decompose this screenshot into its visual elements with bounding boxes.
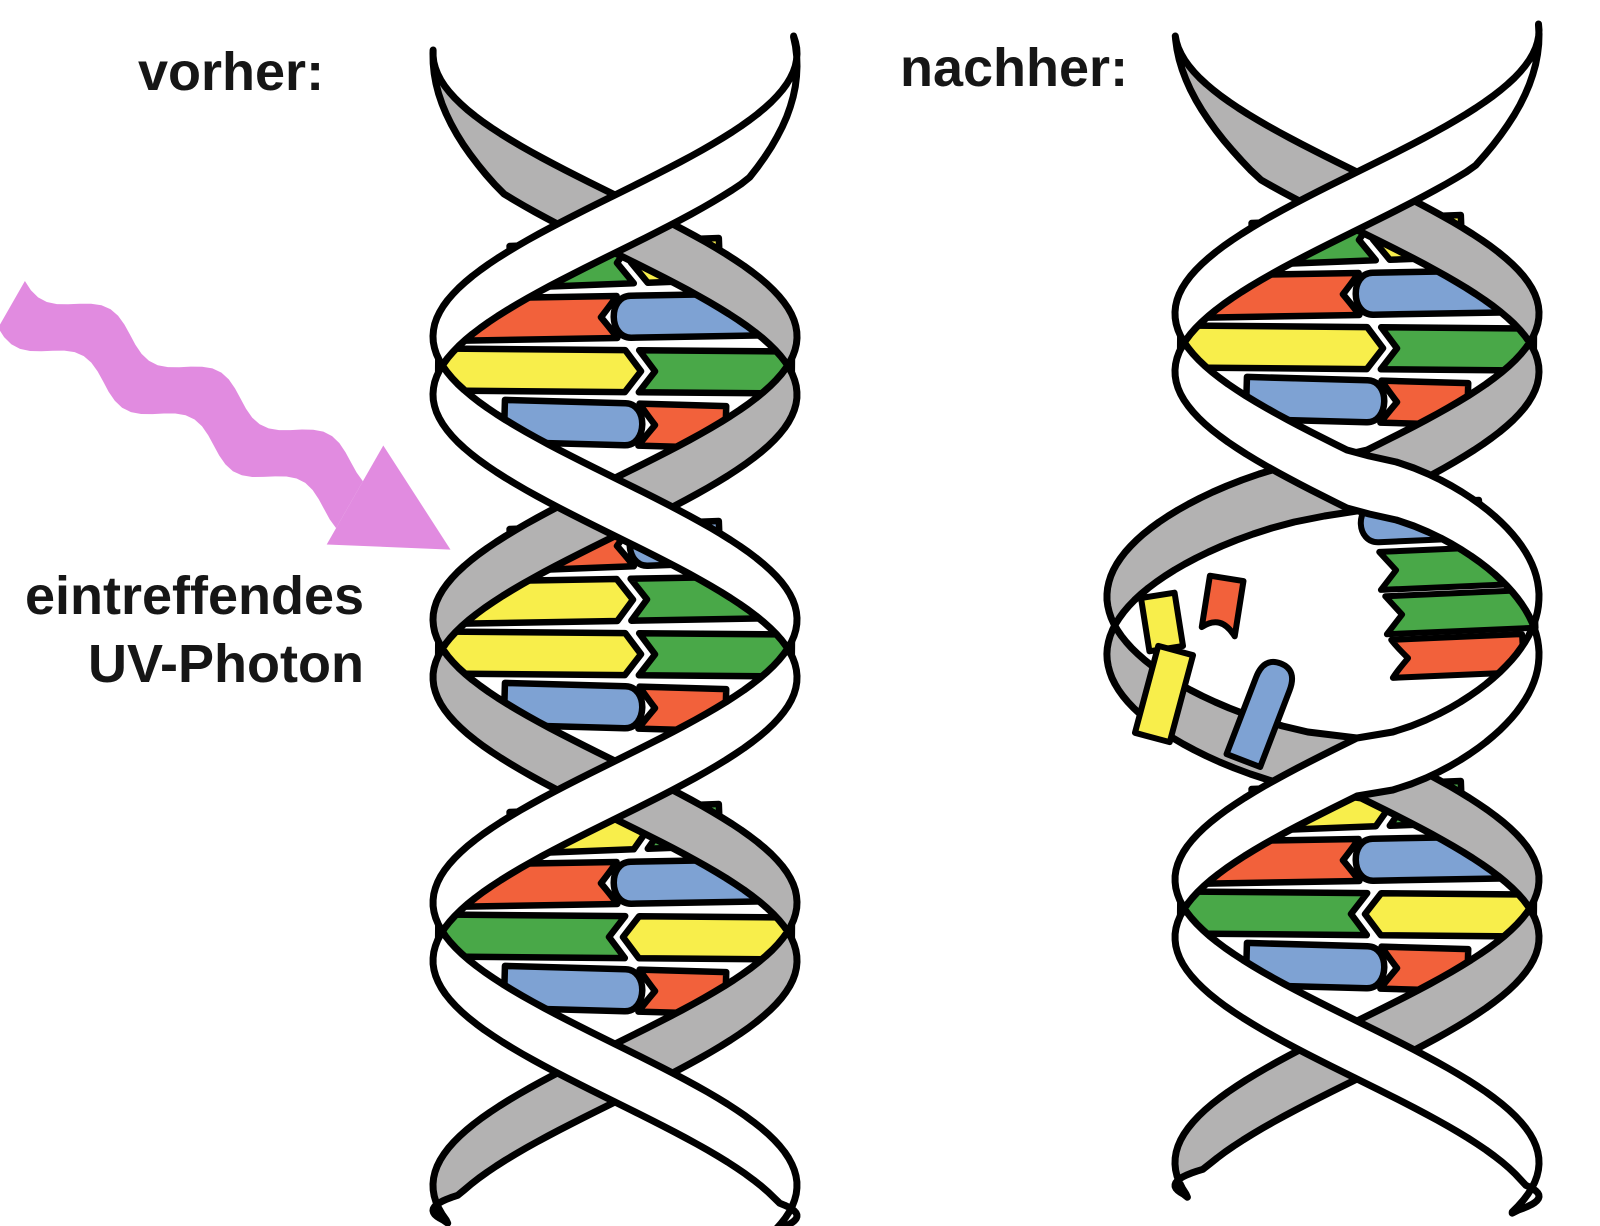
base-green <box>1176 888 1371 939</box>
base-pairs-before <box>434 234 796 1018</box>
uv-photon-label-line1: eintreffendes <box>25 566 365 626</box>
backbone-strand-gray <box>429 46 801 1226</box>
backbone-strand-white <box>429 32 801 1226</box>
uv-photon-arrowhead <box>326 445 451 550</box>
base-blue <box>1242 939 1388 992</box>
helix-after <box>1103 20 1543 1217</box>
uv-photon-label-line2: UV-Photon <box>88 634 364 694</box>
base-yellow <box>1176 322 1387 373</box>
base-yellow <box>434 345 645 396</box>
backbone-strand-white <box>1171 20 1543 1217</box>
base-pair-row <box>1176 888 1538 940</box>
base-blue <box>1242 373 1388 426</box>
uv-photon-wave <box>0 281 363 529</box>
base-pair-row <box>434 911 796 963</box>
orphan-base-orange <box>1388 631 1527 681</box>
thymine-dimer <box>1131 589 1197 746</box>
base-blue <box>500 962 646 1015</box>
after-label: nachher: <box>900 38 1129 98</box>
dimer-base-yellow <box>1131 642 1197 746</box>
base-blue <box>500 396 646 449</box>
base-yellow <box>434 628 645 679</box>
base-pair-row <box>434 345 796 397</box>
dimer-base-yellow <box>1137 589 1187 655</box>
displaced-base-blue <box>1223 658 1295 770</box>
before-label: vorher: <box>138 42 325 102</box>
helix-before <box>429 32 801 1226</box>
displaced-base-orange <box>1198 572 1247 640</box>
base-blue <box>500 679 646 732</box>
uv-photon-arrow <box>0 281 451 550</box>
base-pair-row <box>500 396 730 452</box>
base-pair-row <box>1176 322 1538 374</box>
base-pair-row <box>434 628 796 680</box>
base-green <box>434 911 629 962</box>
